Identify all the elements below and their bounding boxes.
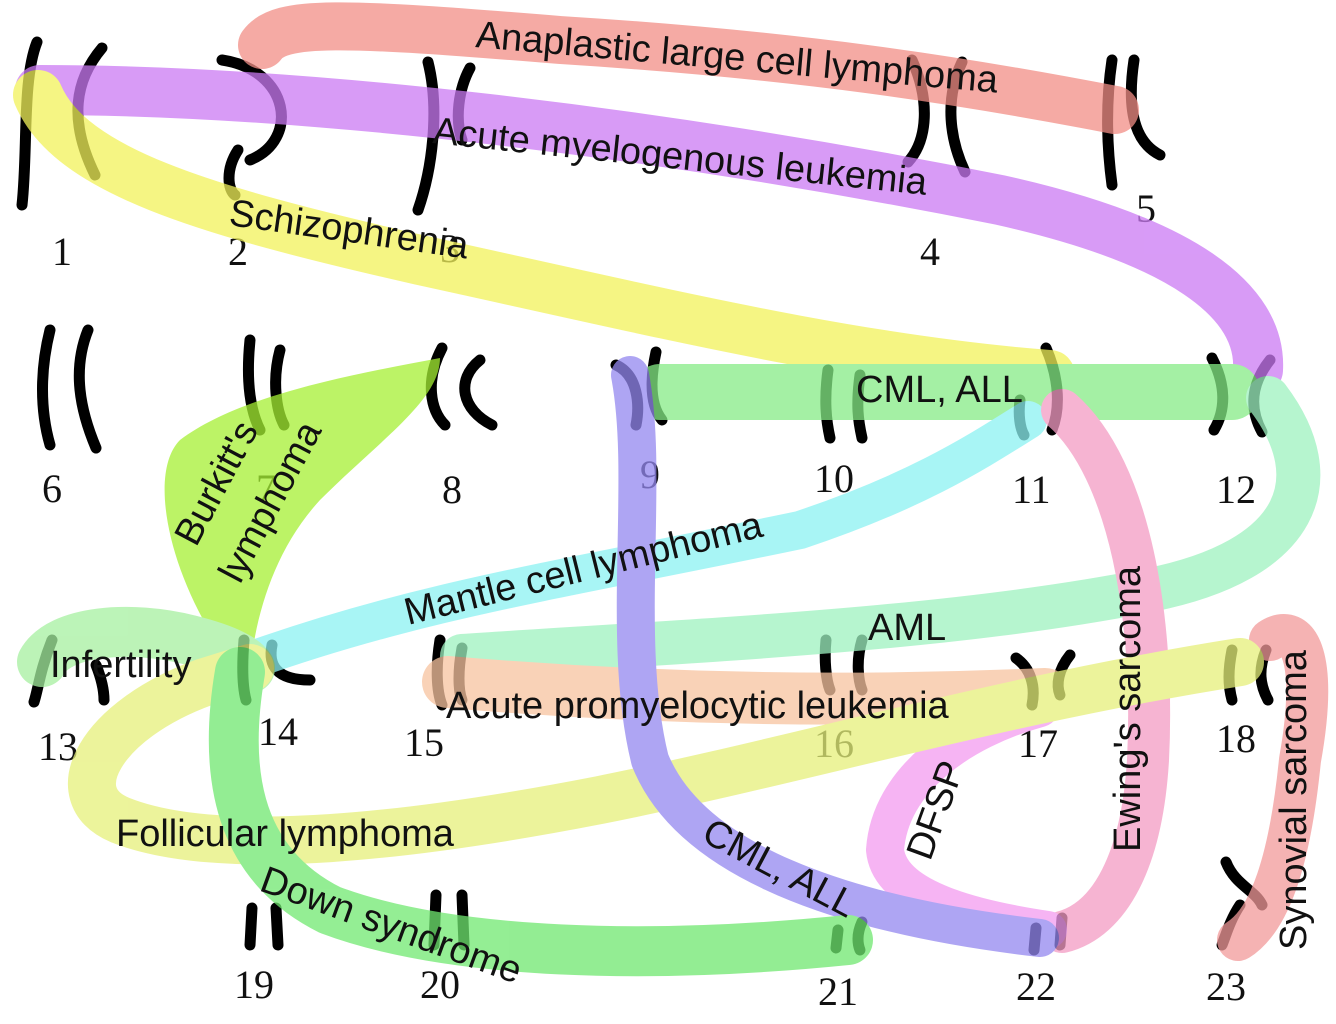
chromosome-number-6: 6 xyxy=(42,466,62,511)
band-acute-myelogenous-leukemia xyxy=(15,65,1284,395)
band-schizophrenia xyxy=(13,70,1075,400)
label-aml: AML xyxy=(868,607,946,649)
chromosome-number-15: 15 xyxy=(404,720,444,765)
band-follicular-lymphoma xyxy=(68,638,1264,865)
chromosome-number-22: 22 xyxy=(1016,964,1056,1009)
band-cml-all-lower xyxy=(611,356,1059,957)
translocation-bands xyxy=(13,2,1329,977)
band-aml xyxy=(440,376,1321,678)
band-anaplastic-large-cell-lymphoma xyxy=(238,2,1139,134)
chromosome-number-23: 23 xyxy=(1206,964,1246,1009)
chromosome-number-19: 19 xyxy=(234,962,274,1007)
chromosome-number-21: 21 xyxy=(818,969,858,1014)
label-mantle-cell-lymphoma: Mantle cell lymphoma xyxy=(400,504,768,634)
chromosome-number-18: 18 xyxy=(1216,716,1256,761)
label-cml-all-lower: CML, ALL xyxy=(696,811,863,926)
chromosome-6 xyxy=(37,324,102,454)
band-burkitts-lymphoma xyxy=(164,358,440,700)
band-synovial-sarcoma xyxy=(1217,614,1329,961)
chromosome-19 xyxy=(244,902,284,951)
band-down-syndrome xyxy=(208,647,873,977)
label-anaplastic-large-cell-lymphoma: Anaplastic large cell lymphoma xyxy=(474,14,1000,102)
label-synovial-sarcoma: Synovial sarcoma xyxy=(1273,649,1315,950)
label-infertility: Infertility xyxy=(50,644,191,686)
chromosome-number-1: 1 xyxy=(52,229,72,274)
chromosome-number-12: 12 xyxy=(1216,467,1256,512)
chromosome-number-8: 8 xyxy=(442,467,462,512)
label-cml-all-upper: CML, ALL xyxy=(856,369,1023,411)
chromosome-8 xyxy=(425,342,498,431)
label-acute-promyelocytic-leukemia: Acute promyelocytic leukemia xyxy=(446,685,950,727)
band-ewings-sarcoma xyxy=(1041,389,1171,953)
label-ewings-sarcoma: Ewing's sarcoma xyxy=(1107,565,1149,852)
band-mantle-cell-lymphoma xyxy=(233,401,1047,679)
chromosome-number-20: 20 xyxy=(420,962,460,1007)
chromosome-number-14: 14 xyxy=(258,709,298,754)
chromosome-number-13: 13 xyxy=(38,724,78,769)
chromosome-number-11: 11 xyxy=(1012,467,1051,512)
chromosome-number-4: 4 xyxy=(920,229,940,274)
label-follicular-lymphoma: Follicular lymphoma xyxy=(116,813,455,855)
